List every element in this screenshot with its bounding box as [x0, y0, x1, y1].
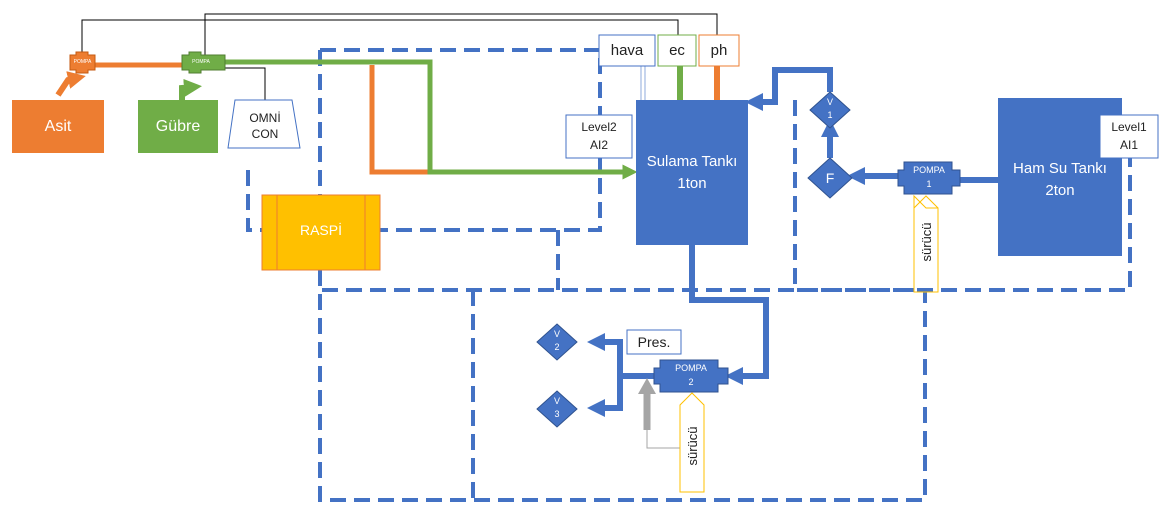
pump2	[653, 359, 729, 393]
v1-to-irrigation-tank	[745, 67, 833, 111]
ph-sensor-label: ph	[710, 42, 728, 59]
level1-box	[1099, 114, 1159, 159]
level2-label-1: Level2	[581, 120, 617, 134]
valve-v3-label-1: V	[553, 396, 560, 406]
raw-water-tank-label-1: Ham Su Tankı	[1013, 159, 1107, 177]
pump1-label-2: 1	[926, 178, 932, 189]
level1-label-2: AI1	[1119, 138, 1138, 152]
ph-sensor-box	[698, 34, 740, 67]
fertilizer-pump	[181, 51, 226, 74]
filter-label: F	[825, 170, 835, 186]
level2-label-2: AI2	[589, 138, 608, 152]
acid-dosing-line	[369, 65, 430, 175]
fertilizer-suction-line	[179, 78, 202, 100]
pump1-label-1: POMPA	[913, 164, 945, 175]
omni-connection	[246, 170, 262, 232]
acid-pump	[69, 51, 96, 74]
ec-sensor-box	[657, 34, 697, 67]
ec-sensor-label: ec	[669, 42, 685, 59]
omni-con-label-2: CON	[251, 127, 279, 141]
air-sensor-box	[598, 34, 656, 67]
valve-v3-label-2: 3	[554, 409, 560, 419]
driver2-label: sürücü	[684, 426, 700, 466]
driver2-box	[679, 392, 705, 493]
acid-pump-label: POMPA	[73, 59, 92, 65]
pressure-signal-wire	[646, 430, 680, 449]
fertilizer-tank	[138, 100, 218, 153]
raspi-label: RASPİ	[299, 222, 342, 238]
omni-con-box	[227, 99, 301, 149]
control-region-lower	[318, 270, 927, 502]
acid-suction-line	[55, 71, 86, 97]
valve-v1-label-1: V	[826, 97, 833, 107]
acid-tank-label: Asit	[44, 117, 72, 135]
valve-v1-label-2: 1	[827, 110, 833, 120]
air-sensor-label: hava	[610, 42, 644, 59]
fertilizer-tank-label: Gübre	[155, 117, 201, 135]
irrigation-tank	[636, 100, 748, 245]
valve-v1	[809, 91, 851, 129]
driver1-box	[913, 194, 939, 293]
raspi-board	[261, 194, 381, 271]
valve-v2-label-2: 2	[554, 342, 560, 352]
irrigation-tank-label-1: Sulama Tankı	[646, 152, 738, 170]
pump1	[897, 161, 961, 195]
driver1-label: sürücü	[918, 222, 934, 262]
pressure-probe-head	[638, 378, 656, 394]
acid-tank	[12, 100, 104, 153]
level1-label-1: Level1	[1111, 120, 1147, 134]
pressure-box	[626, 329, 682, 355]
valve-v2-label-1: V	[553, 329, 560, 339]
pump2-label-2: 2	[688, 376, 694, 387]
raw-water-tank-label-2: 2ton	[1045, 181, 1075, 199]
fertilizer-dosing-line	[225, 59, 638, 180]
valve-v2	[536, 323, 578, 361]
level2-box	[565, 114, 633, 159]
omni-con-label-1: OMNİ	[249, 111, 281, 125]
pump2-to-v3	[587, 376, 623, 417]
water-piping	[587, 67, 998, 417]
pump2-label-1: POMPA	[675, 362, 707, 373]
fertilizer-pump-label: POMPA	[192, 59, 210, 65]
irrigation-tank-to-pump2	[689, 245, 769, 385]
valve-v3	[536, 390, 578, 428]
irrigation-tank-label-2: 1ton	[677, 174, 707, 192]
pressure-sensor-label: Pres.	[637, 334, 671, 350]
filter	[807, 157, 853, 199]
pump2-to-v2	[587, 333, 660, 379]
